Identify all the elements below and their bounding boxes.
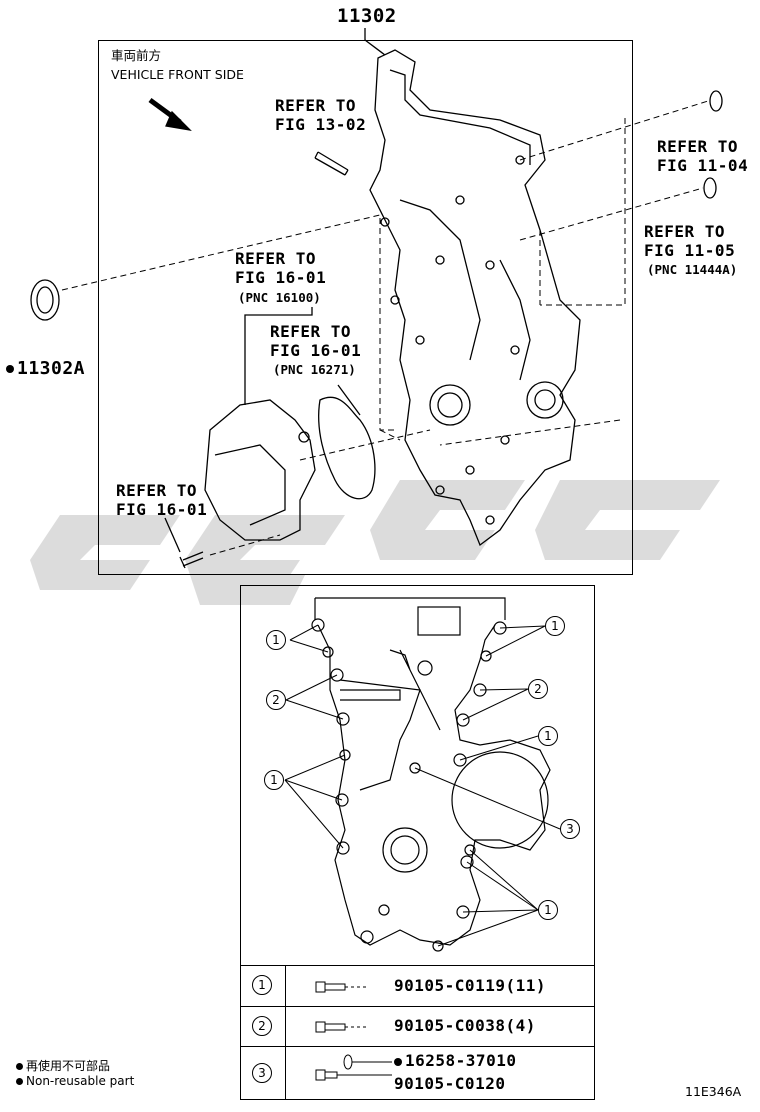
table-row-2-index: 2 <box>252 1016 272 1036</box>
callout-1[interactable]: 1 <box>266 630 286 650</box>
callout-3[interactable]: 3 <box>560 819 580 839</box>
ref-16-01-c-line2[interactable]: FIG 16-01 <box>116 500 208 519</box>
ref-16-01-c-line1[interactable]: REFER TO <box>116 481 198 500</box>
ref-11-05-pnc: (PNC 11444A) <box>647 262 738 277</box>
ref-11-04-line2[interactable]: FIG 11-04 <box>657 156 749 175</box>
table-row-1-index: 1 <box>252 975 272 995</box>
table-row-divider <box>240 1006 595 1007</box>
callout-1[interactable]: 1 <box>264 770 284 790</box>
bolt-icon <box>315 981 369 993</box>
ref-13-02-line2[interactable]: FIG 13-02 <box>275 115 367 134</box>
table-row-1-part[interactable]: 90105-C0119(11) <box>394 976 546 995</box>
ref-16-01-b-pnc: (PNC 16271) <box>273 362 356 377</box>
table-row-3-part-gasket-number: 16258-37010 <box>405 1051 517 1070</box>
callout-2[interactable]: 2 <box>266 690 286 710</box>
bolt-icon <box>315 1021 369 1033</box>
non-reusable-dot-icon <box>394 1057 402 1066</box>
figure-id: 11E346A <box>685 1084 742 1099</box>
legend-en-text: Non-reusable part <box>26 1074 135 1088</box>
table-row-3-part-bolt[interactable]: 90105-C0120 <box>394 1074 506 1093</box>
non-reusable-dot-icon <box>16 1078 23 1085</box>
table-row-divider <box>240 1046 595 1047</box>
legend-jp: 再使用不可部品 <box>16 1057 110 1074</box>
table-row-2-part[interactable]: 90105-C0038(4) <box>394 1016 536 1035</box>
table-row-3-index: 3 <box>252 1063 272 1083</box>
bolt-table: 1 90105-C0119(11) 2 90105-C0038(4) 3 162… <box>240 965 595 1100</box>
part-number-11302: 11302 <box>337 5 397 27</box>
vehicle-front-label-en: VEHICLE FRONT SIDE <box>111 67 244 82</box>
callout-2[interactable]: 2 <box>528 679 548 699</box>
non-reusable-dot-icon <box>6 365 14 373</box>
ref-11-05-line1[interactable]: REFER TO <box>644 222 726 241</box>
non-reusable-dot-icon <box>16 1063 23 1070</box>
ref-16-01-a-line2[interactable]: FIG 16-01 <box>235 268 327 287</box>
callout-1[interactable]: 1 <box>538 726 558 746</box>
ref-16-01-a-line1[interactable]: REFER TO <box>235 249 317 268</box>
legend-en: Non-reusable part <box>16 1074 134 1088</box>
ref-16-01-b-line1[interactable]: REFER TO <box>270 322 352 341</box>
ref-13-02-line1[interactable]: REFER TO <box>275 96 357 115</box>
table-row-divider <box>240 965 595 966</box>
bolt-location-frame <box>240 585 595 1100</box>
seal-part-label[interactable]: 11302A <box>6 359 85 378</box>
legend-jp-text: 再使用不可部品 <box>26 1059 111 1073</box>
ref-16-01-b-line2[interactable]: FIG 16-01 <box>270 341 362 360</box>
ref-11-05-line2[interactable]: FIG 11-05 <box>644 241 736 260</box>
ref-11-04-line1[interactable]: REFER TO <box>657 137 739 156</box>
table-column-divider <box>285 965 286 1100</box>
ref-16-01-a-pnc: (PNC 16100) <box>238 290 321 305</box>
vehicle-front-label-jp: 車両前方 <box>111 48 162 63</box>
callout-1[interactable]: 1 <box>538 900 558 920</box>
table-row-3-part-gasket[interactable]: 16258-37010 <box>394 1051 516 1070</box>
seal-part-number: 11302A <box>17 358 86 379</box>
bolt-with-washer-icon <box>315 1054 392 1081</box>
callout-1[interactable]: 1 <box>545 616 565 636</box>
